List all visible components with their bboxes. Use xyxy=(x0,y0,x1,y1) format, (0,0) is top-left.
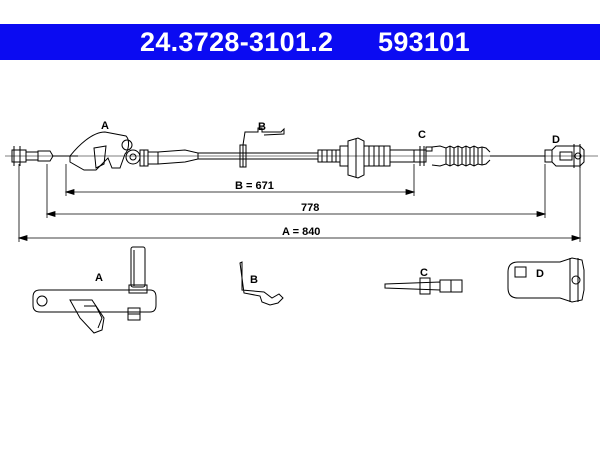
dimension-778-label: 778 xyxy=(301,202,319,214)
part-number: 24.3728-3101.2 xyxy=(140,27,334,57)
detail-a-lever xyxy=(32,246,157,334)
detail-a-label: A xyxy=(95,272,103,284)
detail-c-label: C xyxy=(420,267,428,279)
bracket-b xyxy=(239,127,285,168)
callout-b: B xyxy=(258,121,266,133)
reference-number: 593101 xyxy=(378,27,470,57)
detail-b-bracket xyxy=(239,261,284,306)
cable-assembly xyxy=(11,127,585,179)
dimension-a-label: A = 840 xyxy=(282,226,320,238)
callout-a: A xyxy=(101,120,109,132)
dimension-lines xyxy=(17,164,582,242)
callout-c: C xyxy=(418,129,426,141)
adjuster xyxy=(317,137,415,179)
detail-d-clevis xyxy=(507,257,585,303)
detail-b-label: B xyxy=(250,274,258,286)
lever-a xyxy=(69,131,141,171)
detail-d-label: D xyxy=(536,268,544,280)
dimension-b-label: B = 671 xyxy=(235,180,274,192)
title-banner: 24.3728-3101.2 593101 xyxy=(0,24,600,60)
detail-c-clip xyxy=(384,277,463,295)
callout-d: D xyxy=(552,134,560,146)
